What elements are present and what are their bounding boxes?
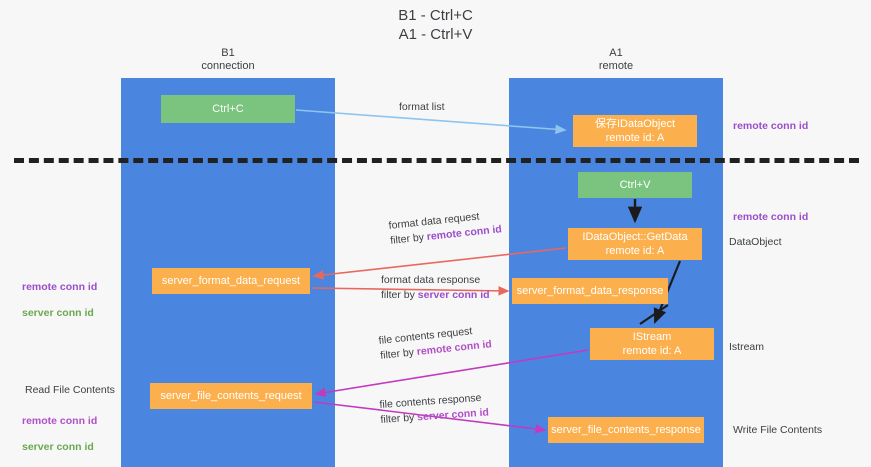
diagram-title: B1 - Ctrl+C A1 - Ctrl+V	[398, 7, 473, 43]
filter-key-server-conn-id-2: server conn id	[416, 406, 490, 424]
edge-label-format-data-response-line1: format data response	[381, 274, 481, 286]
filter-key-server-conn-id: server conn id	[417, 289, 490, 301]
node-idataobject-getdata[interactable]: IDataObject::GetData remote id: A	[568, 228, 702, 260]
node-server-file-contents-response[interactable]: server_file_contents_response	[548, 417, 704, 443]
node-save-idataobject[interactable]: 保存IDataObject remote id: A	[573, 115, 697, 147]
phase-divider	[14, 158, 859, 163]
annotation-istream: Istream	[729, 341, 765, 353]
annotation-left-remote-conn-id-2: remote conn id	[22, 415, 98, 427]
annotation-remote-conn-id-top: remote conn id	[733, 120, 809, 132]
annotation-conn-ids-upper: remote conn id server conn id	[22, 268, 97, 333]
edge-label-file-contents-response: file contents response filter by server …	[379, 390, 489, 427]
node-server-format-data-response[interactable]: server_format_data_response	[512, 278, 668, 304]
annotation-conn-ids-lower: remote conn id server conn id	[22, 402, 97, 467]
node-server-file-contents-request[interactable]: server_file_contents_request	[150, 383, 312, 409]
swimlane-header-a1: A1 remote	[598, 47, 634, 72]
annotation-left-server-conn-id-2: server conn id	[22, 441, 94, 453]
node-ctrl-c[interactable]: Ctrl+C	[161, 95, 295, 123]
node-ctrl-v[interactable]: Ctrl+V	[578, 172, 692, 198]
annotation-remote-conn-id-mid: remote conn id	[733, 211, 809, 223]
edge-label-format-list: format list	[399, 101, 445, 113]
swimlane-header-b1: B1 connection	[201, 47, 255, 72]
annotation-dataobject: DataObject	[729, 236, 782, 248]
node-istream[interactable]: IStream remote id: A	[590, 328, 714, 360]
annotation-write-file-contents: Write File Contents	[733, 424, 823, 436]
edge-label-format-data-response: format data response filter by server co…	[381, 273, 490, 303]
annotation-left-server-conn-id-1: server conn id	[22, 307, 94, 319]
edge-label-format-data-request: format data request filter by remote con…	[388, 207, 503, 249]
annotation-read-file-contents: Read File Contents	[25, 384, 115, 396]
edge-label-file-contents-request: file contents request filter by remote c…	[378, 322, 493, 364]
node-server-format-data-request[interactable]: server_format_data_request	[152, 268, 310, 294]
annotation-left-remote-conn-id-1: remote conn id	[22, 281, 98, 293]
edge-label-format-data-response-line2: filter by server conn id	[381, 289, 490, 301]
